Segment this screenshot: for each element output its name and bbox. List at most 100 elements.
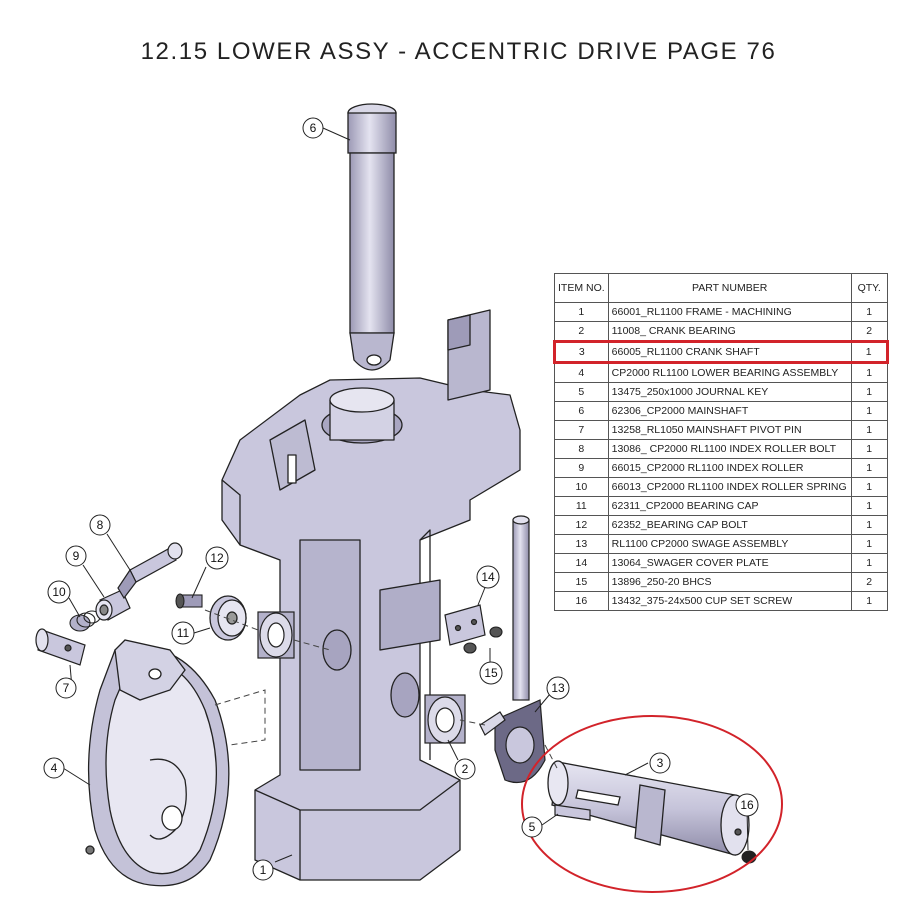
- svg-text:8: 8: [97, 518, 104, 532]
- crank-bearing-left-part: [257, 611, 295, 659]
- bom-cell-qty: 1: [850, 496, 888, 516]
- bom-cell-qty: 2: [850, 321, 888, 342]
- lower-bearing-assembly-part: [85, 639, 230, 887]
- svg-text:16: 16: [740, 798, 754, 812]
- bom-cell-part-number: 66001_RL1100 FRAME - MACHINING: [607, 302, 852, 322]
- bom-cell-item: 1: [554, 302, 609, 322]
- svg-text:14: 14: [481, 570, 495, 584]
- bom-header-item: ITEM NO.: [554, 273, 609, 303]
- callout-1: 1: [252, 859, 274, 881]
- bom-cell-part-number: 13432_375-24x500 CUP SET SCREW: [607, 591, 852, 611]
- bom-cell-qty: 1: [850, 477, 888, 497]
- bhcs-screw-part: [463, 626, 503, 654]
- svg-text:13: 13: [551, 681, 565, 695]
- frame-part: [221, 309, 521, 881]
- callout-5: 5: [521, 816, 543, 838]
- bom-cell-part-number: CP2000 RL1100 LOWER BEARING ASSEMBLY: [607, 362, 852, 383]
- svg-text:12: 12: [210, 551, 224, 565]
- callout-6: 6: [302, 117, 324, 139]
- bom-cell-part-number: 11008_ CRANK BEARING: [607, 321, 852, 342]
- svg-text:10: 10: [52, 585, 66, 599]
- crank-shaft-part: [547, 760, 750, 856]
- bom-cell-qty: 1: [850, 534, 888, 554]
- bom-cell-item: 14: [554, 553, 609, 573]
- callout-12: 12: [205, 546, 229, 570]
- svg-text:2: 2: [462, 762, 469, 776]
- callout-3: 3: [649, 752, 671, 774]
- bom-header-row: ITEM NO. PART NUMBER QTY.: [554, 273, 888, 303]
- svg-text:3: 3: [657, 756, 664, 770]
- callout-4: 4: [43, 757, 65, 779]
- cup-set-screw-part: [741, 850, 757, 864]
- bom-cell-item: 8: [554, 439, 609, 459]
- bom-cell-part-number: 13086_ CP2000 RL1100 INDEX ROLLER BOLT: [607, 439, 852, 459]
- bom-cell-part-number: 62352_BEARING CAP BOLT: [607, 515, 852, 535]
- callout-15: 15: [479, 661, 503, 685]
- callout-2: 2: [454, 758, 476, 780]
- bom-cell-part-number: 13258_RL1050 MAINSHAFT PIVOT PIN: [607, 420, 852, 440]
- bom-cell-item: 12: [554, 515, 609, 535]
- bom-cell-qty: 1: [850, 382, 888, 402]
- bom-cell-part-number: 66013_CP2000 RL1100 INDEX ROLLER SPRING: [607, 477, 852, 497]
- svg-text:6: 6: [310, 121, 317, 135]
- bom-header-qty: QTY.: [850, 273, 888, 303]
- bom-cell-qty: 1: [850, 420, 888, 440]
- bom-cell-part-number: RL1100 CP2000 SWAGE ASSEMBLY: [607, 534, 852, 554]
- mainshaft-part: [347, 103, 397, 371]
- pivot-pin-part: [35, 628, 86, 666]
- bom-cell-part-number: 62311_CP2000 BEARING CAP: [607, 496, 852, 516]
- svg-text:4: 4: [51, 761, 58, 775]
- assembly-guide-lines: [204, 609, 559, 771]
- bearing-cap-part: [209, 595, 247, 641]
- bom-cell-item: 16: [554, 591, 609, 611]
- bom-cell-item: 3: [553, 340, 609, 364]
- bom-cell-item: 2: [554, 321, 609, 342]
- swage-assembly-part: [479, 515, 546, 784]
- callout-16: 16: [735, 793, 759, 817]
- svg-text:15: 15: [484, 666, 498, 680]
- index-roller-bolt-part: [117, 542, 183, 600]
- callout-8: 8: [89, 514, 111, 536]
- bom-cell-item: 5: [554, 382, 609, 402]
- swager-cover-plate-part: [444, 604, 486, 646]
- page-title: 12.15 LOWER ASSY - ACCENTRIC DRIVE PAGE …: [140, 38, 777, 65]
- bom-cell-qty: 1: [850, 515, 888, 535]
- callout-7: 7: [55, 677, 77, 699]
- bom-cell-item: 10: [554, 477, 609, 497]
- journal-key-part: [554, 804, 591, 821]
- index-roller-part: [95, 589, 131, 621]
- callout-14: 14: [476, 565, 500, 589]
- bom-cell-part-number: 66015_CP2000 RL1100 INDEX ROLLER: [607, 458, 852, 478]
- svg-text:11: 11: [177, 626, 190, 640]
- bom-cell-item: 4: [554, 362, 609, 383]
- crank-shaft-highlight-ellipse: [521, 715, 783, 893]
- bom-header-part-number: PART NUMBER: [607, 273, 852, 303]
- callout-13: 13: [546, 676, 570, 700]
- bom-cell-qty: 1: [850, 458, 888, 478]
- bom-cell-part-number: 62306_CP2000 MAINSHAFT: [607, 401, 852, 421]
- svg-text:5: 5: [529, 820, 536, 834]
- bom-cell-part-number: 13475_250x1000 JOURNAL KEY: [607, 382, 852, 402]
- index-roller-spring-part: [69, 610, 101, 632]
- callout-9: 9: [65, 545, 87, 567]
- callout-11: 11: [171, 621, 195, 645]
- bom-cell-item: 9: [554, 458, 609, 478]
- callout-10: 10: [47, 580, 71, 604]
- bom-cell-qty: 1: [850, 362, 888, 383]
- crank-bearing-right-part: [424, 694, 466, 744]
- bom-cell-qty: 1: [850, 439, 888, 459]
- bom-cell-item: 7: [554, 420, 609, 440]
- bom-cell-item: 6: [554, 401, 609, 421]
